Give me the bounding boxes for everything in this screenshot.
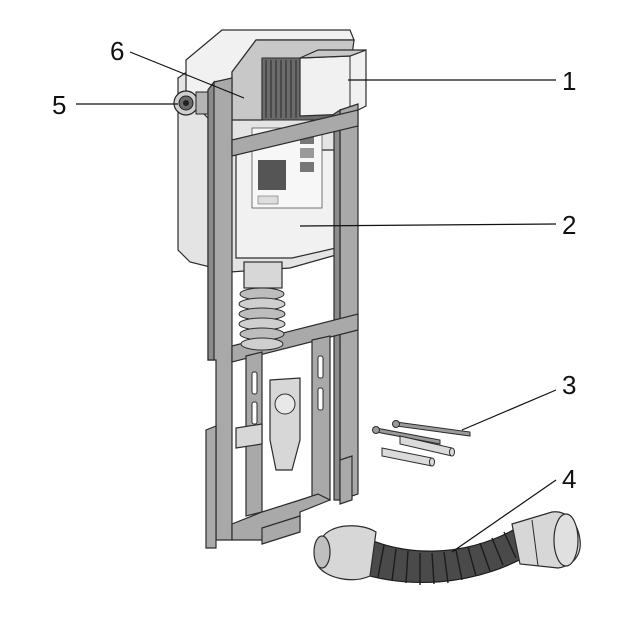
leader-2 [299,223,557,227]
spacer-tube-2 [381,447,433,467]
outlet-ring [274,393,296,415]
leader-6 [129,51,245,99]
callout-labels: 1 2 3 4 5 6 [52,36,576,494]
callout-5: 5 [52,90,66,120]
leader-3 [461,389,557,431]
flexible-drain-hose [313,511,581,585]
callout-2: 2 [562,210,576,240]
right-upright [339,103,359,501]
callout-1: 1 [562,66,576,96]
flush-pipe-bellows [235,261,301,471]
right-foot [339,455,353,505]
top-crossbar [231,109,359,157]
bottom-bracket [231,493,332,541]
left-foot [205,425,217,549]
water-inlet-valve [173,90,209,116]
hose-left-socket [317,525,377,581]
outlet-elbow [269,377,301,471]
fixing-bolts-set [372,420,471,467]
callout-6: 6 [110,36,124,66]
pipe-connector [243,261,283,289]
leader-4 [451,479,557,553]
outlet-clamp [235,423,263,449]
leader-lines [76,51,557,553]
label-picture [258,160,286,190]
bellows-ribs [238,287,286,351]
callout-3: 3 [562,370,576,400]
callout-4: 4 [562,464,576,494]
actuator-ribs [265,60,297,118]
